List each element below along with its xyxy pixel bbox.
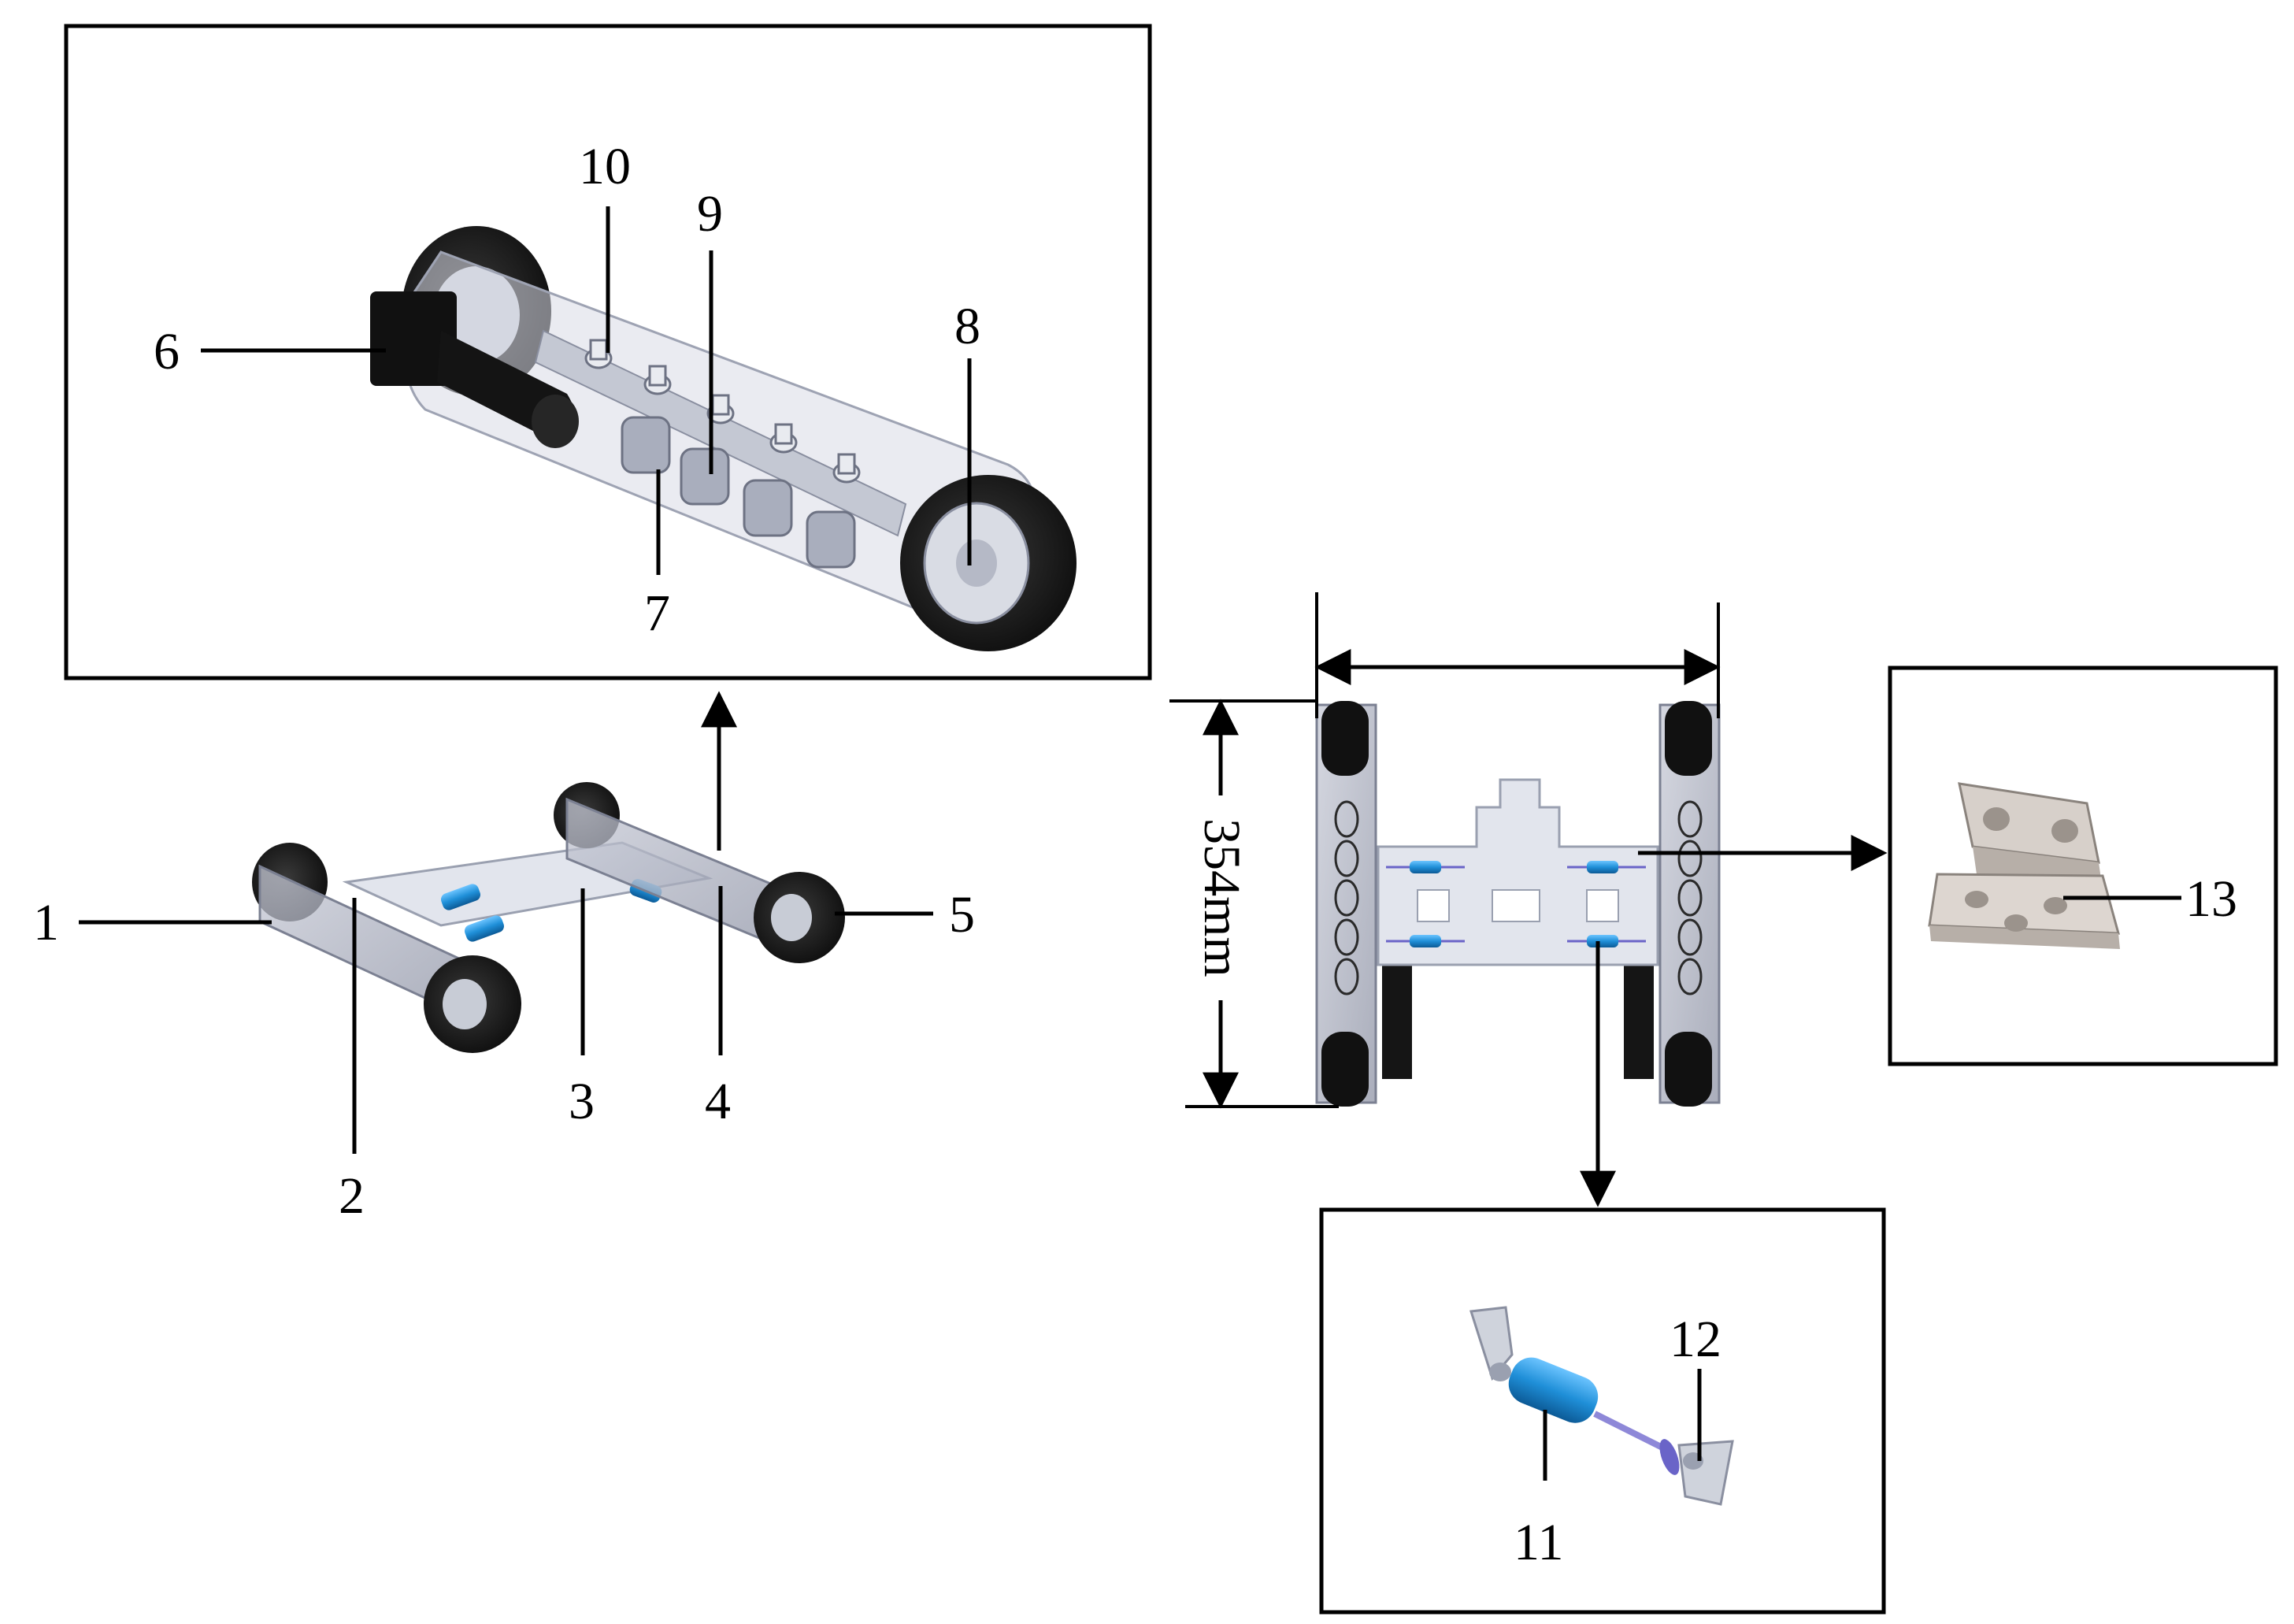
dimension-label: 354mm xyxy=(1193,818,1251,977)
robot-top-view-illustration xyxy=(1315,701,1721,1107)
track-module-illustration xyxy=(370,226,1077,651)
label-11: 11 xyxy=(1514,1514,1564,1571)
track-detail-box xyxy=(64,24,1152,680)
label-5: 5 xyxy=(949,886,975,944)
road-wheels xyxy=(621,416,856,569)
label-4: 4 xyxy=(705,1073,731,1130)
label-13: 13 xyxy=(2185,870,2237,928)
label-7: 7 xyxy=(644,584,670,642)
cylinder-detail-box xyxy=(1319,1207,1886,1615)
bolts xyxy=(584,339,861,484)
label-9: 9 xyxy=(697,185,723,243)
label-1: 1 xyxy=(33,894,59,951)
label-2: 2 xyxy=(339,1167,365,1225)
label-3: 3 xyxy=(569,1073,595,1130)
label-10: 10 xyxy=(579,138,631,195)
hinge-illustration xyxy=(1928,782,2120,949)
hinge-detail-box xyxy=(1888,666,2278,1066)
label-8: 8 xyxy=(954,298,980,355)
label-12: 12 xyxy=(1670,1311,1721,1368)
cylinder-illustration xyxy=(1469,1306,1734,1506)
motor-block xyxy=(370,291,457,386)
robot-isometric-illustration xyxy=(252,782,845,1053)
label-6: 6 xyxy=(154,323,180,380)
